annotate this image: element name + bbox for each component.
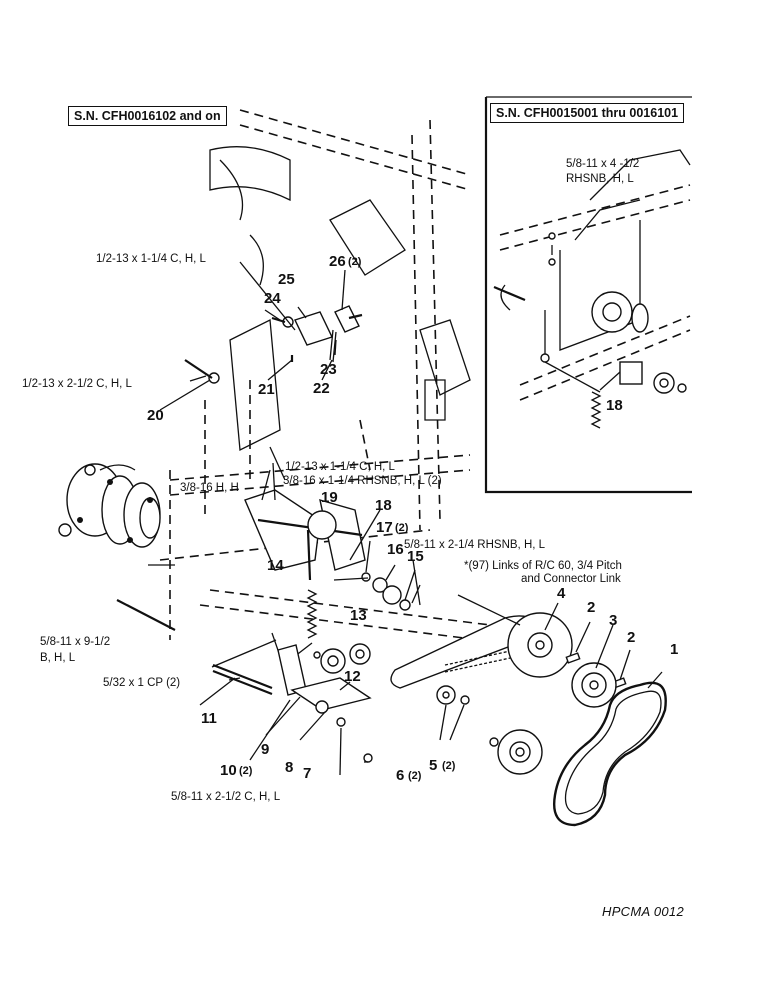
callout-21: 21 — [258, 381, 275, 398]
hardware-label: 5/8-11 x 9-1/2 — [40, 636, 110, 648]
quantity-label: (2) — [348, 256, 362, 268]
hydraulic-motor — [58, 463, 161, 548]
callout-25: 25 — [278, 271, 295, 288]
quantity-label: (2) — [239, 765, 253, 777]
drawing-code: HPCMA 0012 — [602, 904, 684, 919]
callout-10: 10 — [220, 762, 237, 779]
drive-chain-assembly — [116, 446, 667, 827]
callout-2: 2 — [587, 599, 595, 616]
callout-12: 12 — [344, 668, 361, 685]
callout-13: 13 — [350, 607, 367, 624]
callout-6: 6 — [396, 767, 404, 784]
hardware-label: and Connector Link — [521, 573, 621, 585]
inset-panel — [484, 96, 692, 494]
callout-5: 5 — [429, 757, 437, 774]
quantity-label: (2) — [395, 522, 409, 534]
hardware-label: 1/2-13 x 1-1/4 C, H, L — [285, 461, 396, 473]
callout-18: 18 — [375, 497, 392, 514]
callout-17: 17 — [376, 519, 393, 536]
callout-24: 24 — [264, 290, 281, 307]
quantity-label: (2) — [408, 770, 422, 782]
hardware-label: 1/2-13 x 1-1/4 C, H, L — [96, 253, 207, 265]
callout-4: 4 — [557, 585, 566, 602]
upper-linkage — [159, 261, 363, 411]
hardware-label: 3/8-16 H, H — [180, 482, 239, 494]
hardware-label: 5/8-11 x 4 -1/2 — [566, 158, 639, 170]
callout-2: 2 — [627, 629, 635, 646]
hardware-label: 1/2-13 x 2-1/2 C, H, L — [22, 378, 133, 390]
hardware-label: *(97) Links of R/C 60, 3/4 Pitch — [464, 560, 622, 572]
callout-3: 3 — [609, 612, 617, 629]
callout-8: 8 — [285, 759, 293, 776]
serial-range-box: S.N. CFH0016102 and on — [68, 106, 227, 126]
serial-range-box: S.N. CFH0015001 thru 0016101 — [490, 103, 685, 123]
callout-20: 20 — [147, 407, 164, 424]
callout-7: 7 — [303, 765, 311, 782]
hardware-label: 5/32 x 1 CP (2) — [103, 677, 180, 689]
callout-15: 15 — [407, 548, 424, 565]
callout-16: 16 — [387, 541, 404, 558]
quantity-label: (2) — [442, 760, 456, 772]
hardware-label: 3/8-16 x 1-1/4 RHSNB, H, L (2) — [283, 475, 442, 487]
callout-19: 19 — [321, 489, 338, 506]
callout-1: 1 — [670, 641, 678, 658]
hardware-label: 5/8-11 x 2-1/2 C, H, L — [171, 791, 281, 803]
callout-9: 9 — [261, 741, 269, 758]
machine-frame — [159, 109, 491, 641]
hardware-label: B, H, L — [40, 652, 76, 664]
callout-26: 26 — [329, 253, 346, 270]
callout-18: 18 — [606, 397, 623, 414]
callout-14: 14 — [267, 557, 284, 574]
idler-assembly — [244, 469, 421, 661]
callout-11: 11 — [201, 710, 217, 727]
hardware-label: 5/8-11 x 2-1/4 RHSNB, H, L — [404, 539, 546, 551]
callout-23: 23 — [320, 361, 337, 378]
callout-22: 22 — [313, 380, 330, 397]
hardware-label: RHSNB, H, L — [566, 173, 634, 185]
